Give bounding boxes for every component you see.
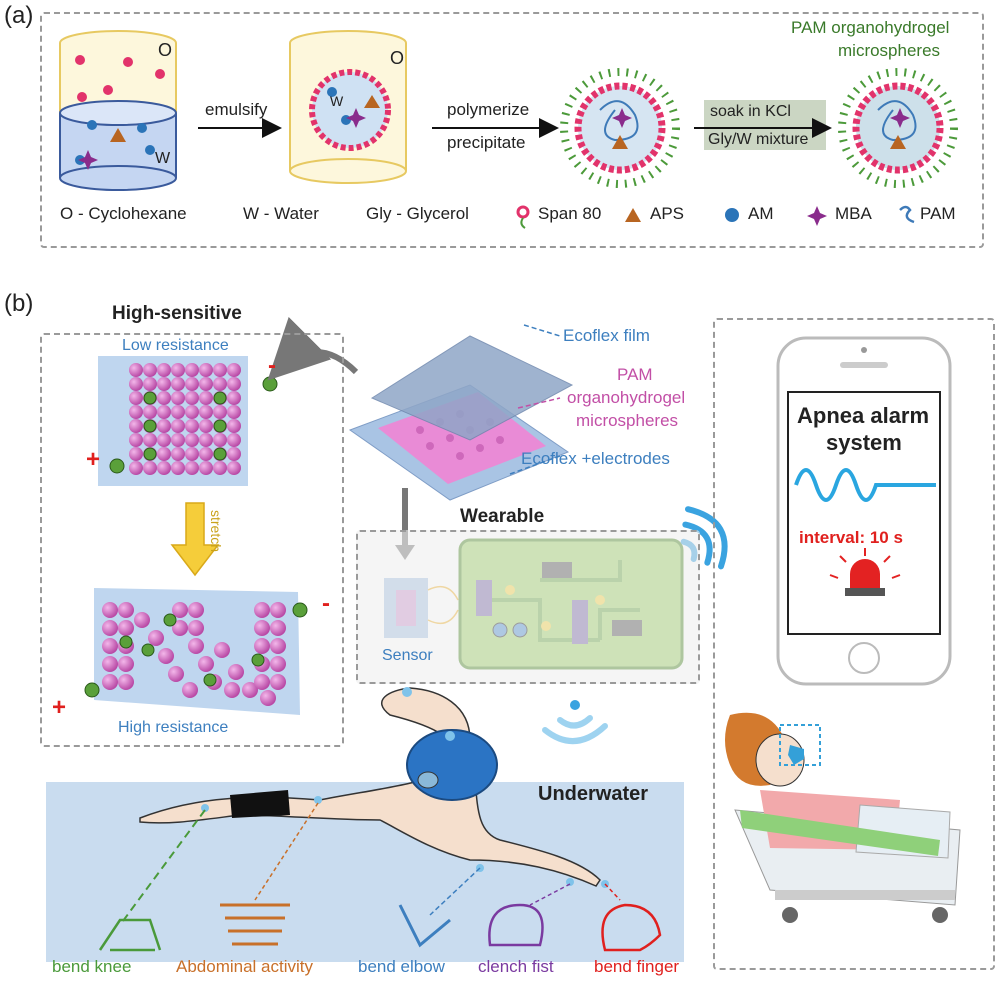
beaker-emulsion-droplet <box>289 30 407 184</box>
sensor-stack <box>348 324 574 501</box>
legend-aps: APS <box>650 204 685 223</box>
step-emulsify: emulsify <box>205 100 268 119</box>
plus-sign-top: + <box>86 446 101 473</box>
wearable-title: Wearable <box>460 506 545 527</box>
interval-label: interval: 10 s <box>799 528 903 547</box>
phase-o-label-1: O <box>158 40 173 60</box>
high-sensitive-title: High-sensitive <box>112 303 242 324</box>
label-bend-finger: bend finger <box>594 957 680 976</box>
legend-icons <box>516 205 915 229</box>
label-bend-knee: bend knee <box>52 957 132 976</box>
pam-label-line1: PAM <box>617 365 653 384</box>
high-resistance-label: High resistance <box>118 719 229 736</box>
curved-arrow <box>267 316 359 381</box>
electrons-low <box>109 376 278 474</box>
microsphere-organohydrogel <box>838 68 958 188</box>
legend-pam: PAM <box>920 204 956 223</box>
wifi-icon-lower <box>542 700 608 745</box>
step-mixture: Gly/W mixture <box>708 131 809 148</box>
legend-mba: MBA <box>835 204 872 223</box>
plus-sign-bottom: + <box>52 694 67 721</box>
stretch-arrow <box>170 502 220 577</box>
panel-a-frame <box>40 12 984 248</box>
fist-icon <box>488 903 544 947</box>
high-sensitive-frame <box>40 333 344 747</box>
label-abdominal: Abdominal activity <box>176 957 314 976</box>
legend-cyclohexane: O - Cyclohexane <box>60 204 187 223</box>
legend-glycerol: Gly - Glycerol <box>366 204 469 223</box>
step-precipitate: precipitate <box>447 133 526 152</box>
underwater-title: Underwater <box>538 783 649 805</box>
sensor-label: Sensor <box>382 647 433 664</box>
patient-frame <box>713 318 995 970</box>
phase-w-label-2: W <box>330 93 344 109</box>
ecoflex-film-label: Ecoflex film <box>563 326 650 345</box>
abdomen-icon <box>220 903 290 946</box>
low-resistance-label: Low resistance <box>122 337 229 354</box>
minus-sign-top: - <box>268 352 276 379</box>
label-bend-elbow: bend elbow <box>358 957 445 976</box>
phase-w-label-1: W <box>155 150 171 167</box>
panel-a-label: (a) <box>4 2 34 29</box>
wearable-frame <box>356 530 700 684</box>
pam-label-line2: organohydrogel <box>567 388 686 407</box>
beaker-emulsion-start <box>59 30 177 191</box>
phase-o-label-2: O <box>390 48 405 68</box>
phone-title-line1: Apnea alarm <box>797 403 930 428</box>
product-label-line1: PAM organohydrogel <box>791 18 950 37</box>
panel-b-label: (b) <box>4 290 34 317</box>
legend-am: AM <box>748 204 774 223</box>
label-clench-fist: clench fist <box>478 957 554 976</box>
swimmer <box>139 687 609 888</box>
minus-sign-bottom: - <box>322 590 330 617</box>
low-resistance-spheres <box>129 363 241 475</box>
legend-span80: Span 80 <box>538 204 602 223</box>
patient-bed <box>725 712 961 923</box>
product-label-line2: microspheres <box>838 41 941 60</box>
electrons-high <box>84 602 308 698</box>
stretch-label: stretch <box>208 510 224 553</box>
step-soak: soak in KCl <box>710 103 791 120</box>
elbow-icon <box>398 904 451 948</box>
finger-icon <box>601 903 662 952</box>
water <box>46 782 684 962</box>
legend-water: W - Water <box>243 204 319 223</box>
microsphere-polymerized <box>560 68 680 188</box>
smartphone <box>776 336 952 686</box>
ecoflex-electrodes-label: Ecoflex +electrodes <box>521 449 670 468</box>
knee-icon <box>98 918 162 952</box>
pam-label-line3: microspheres <box>576 411 679 430</box>
step-polymerize: polymerize <box>447 100 530 119</box>
high-resistance-spheres <box>102 602 286 706</box>
phone-title-line2: system <box>826 430 902 455</box>
